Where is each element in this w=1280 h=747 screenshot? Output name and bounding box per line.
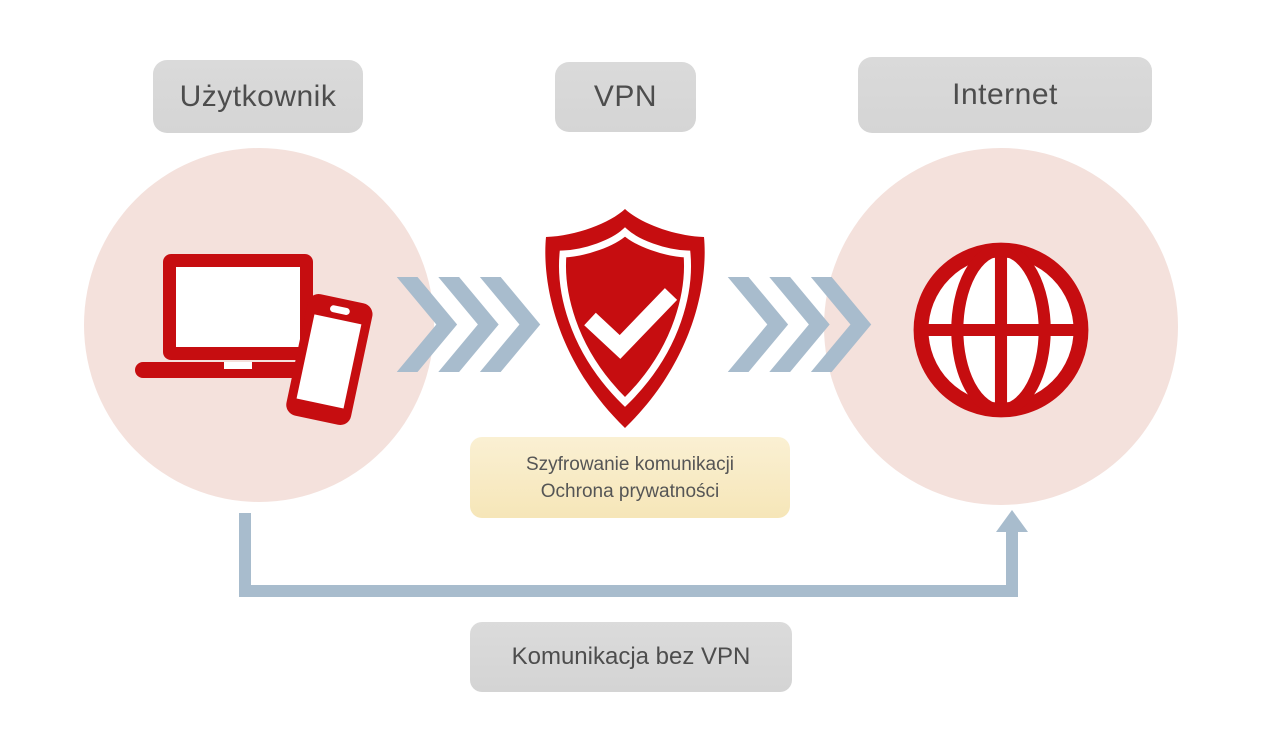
label-internet: Internet [858,57,1152,133]
benefit-line-1: Szyfrowanie komunikacji [525,453,735,475]
label-vpn: VPN [555,62,696,132]
no-vpn-path-arrow [239,510,1028,597]
benefit-line-2: Ochrona prywatności [540,480,720,502]
globe-icon [913,242,1089,418]
vpn-benefits-box: Szyfrowanie komunikacji Ochrona prywatno… [470,437,790,518]
user-devices-icon [135,254,373,425]
shield-check-icon [545,209,705,428]
chevron-arrows-left [396,277,541,372]
label-komunikacja-bez-vpn: Komunikacja bez VPN [470,622,792,692]
smartphone-icon [286,294,373,425]
laptop-icon [135,254,345,378]
label-uzytkownik: Użytkownik [153,60,363,133]
chevron-arrows-right [727,277,872,372]
